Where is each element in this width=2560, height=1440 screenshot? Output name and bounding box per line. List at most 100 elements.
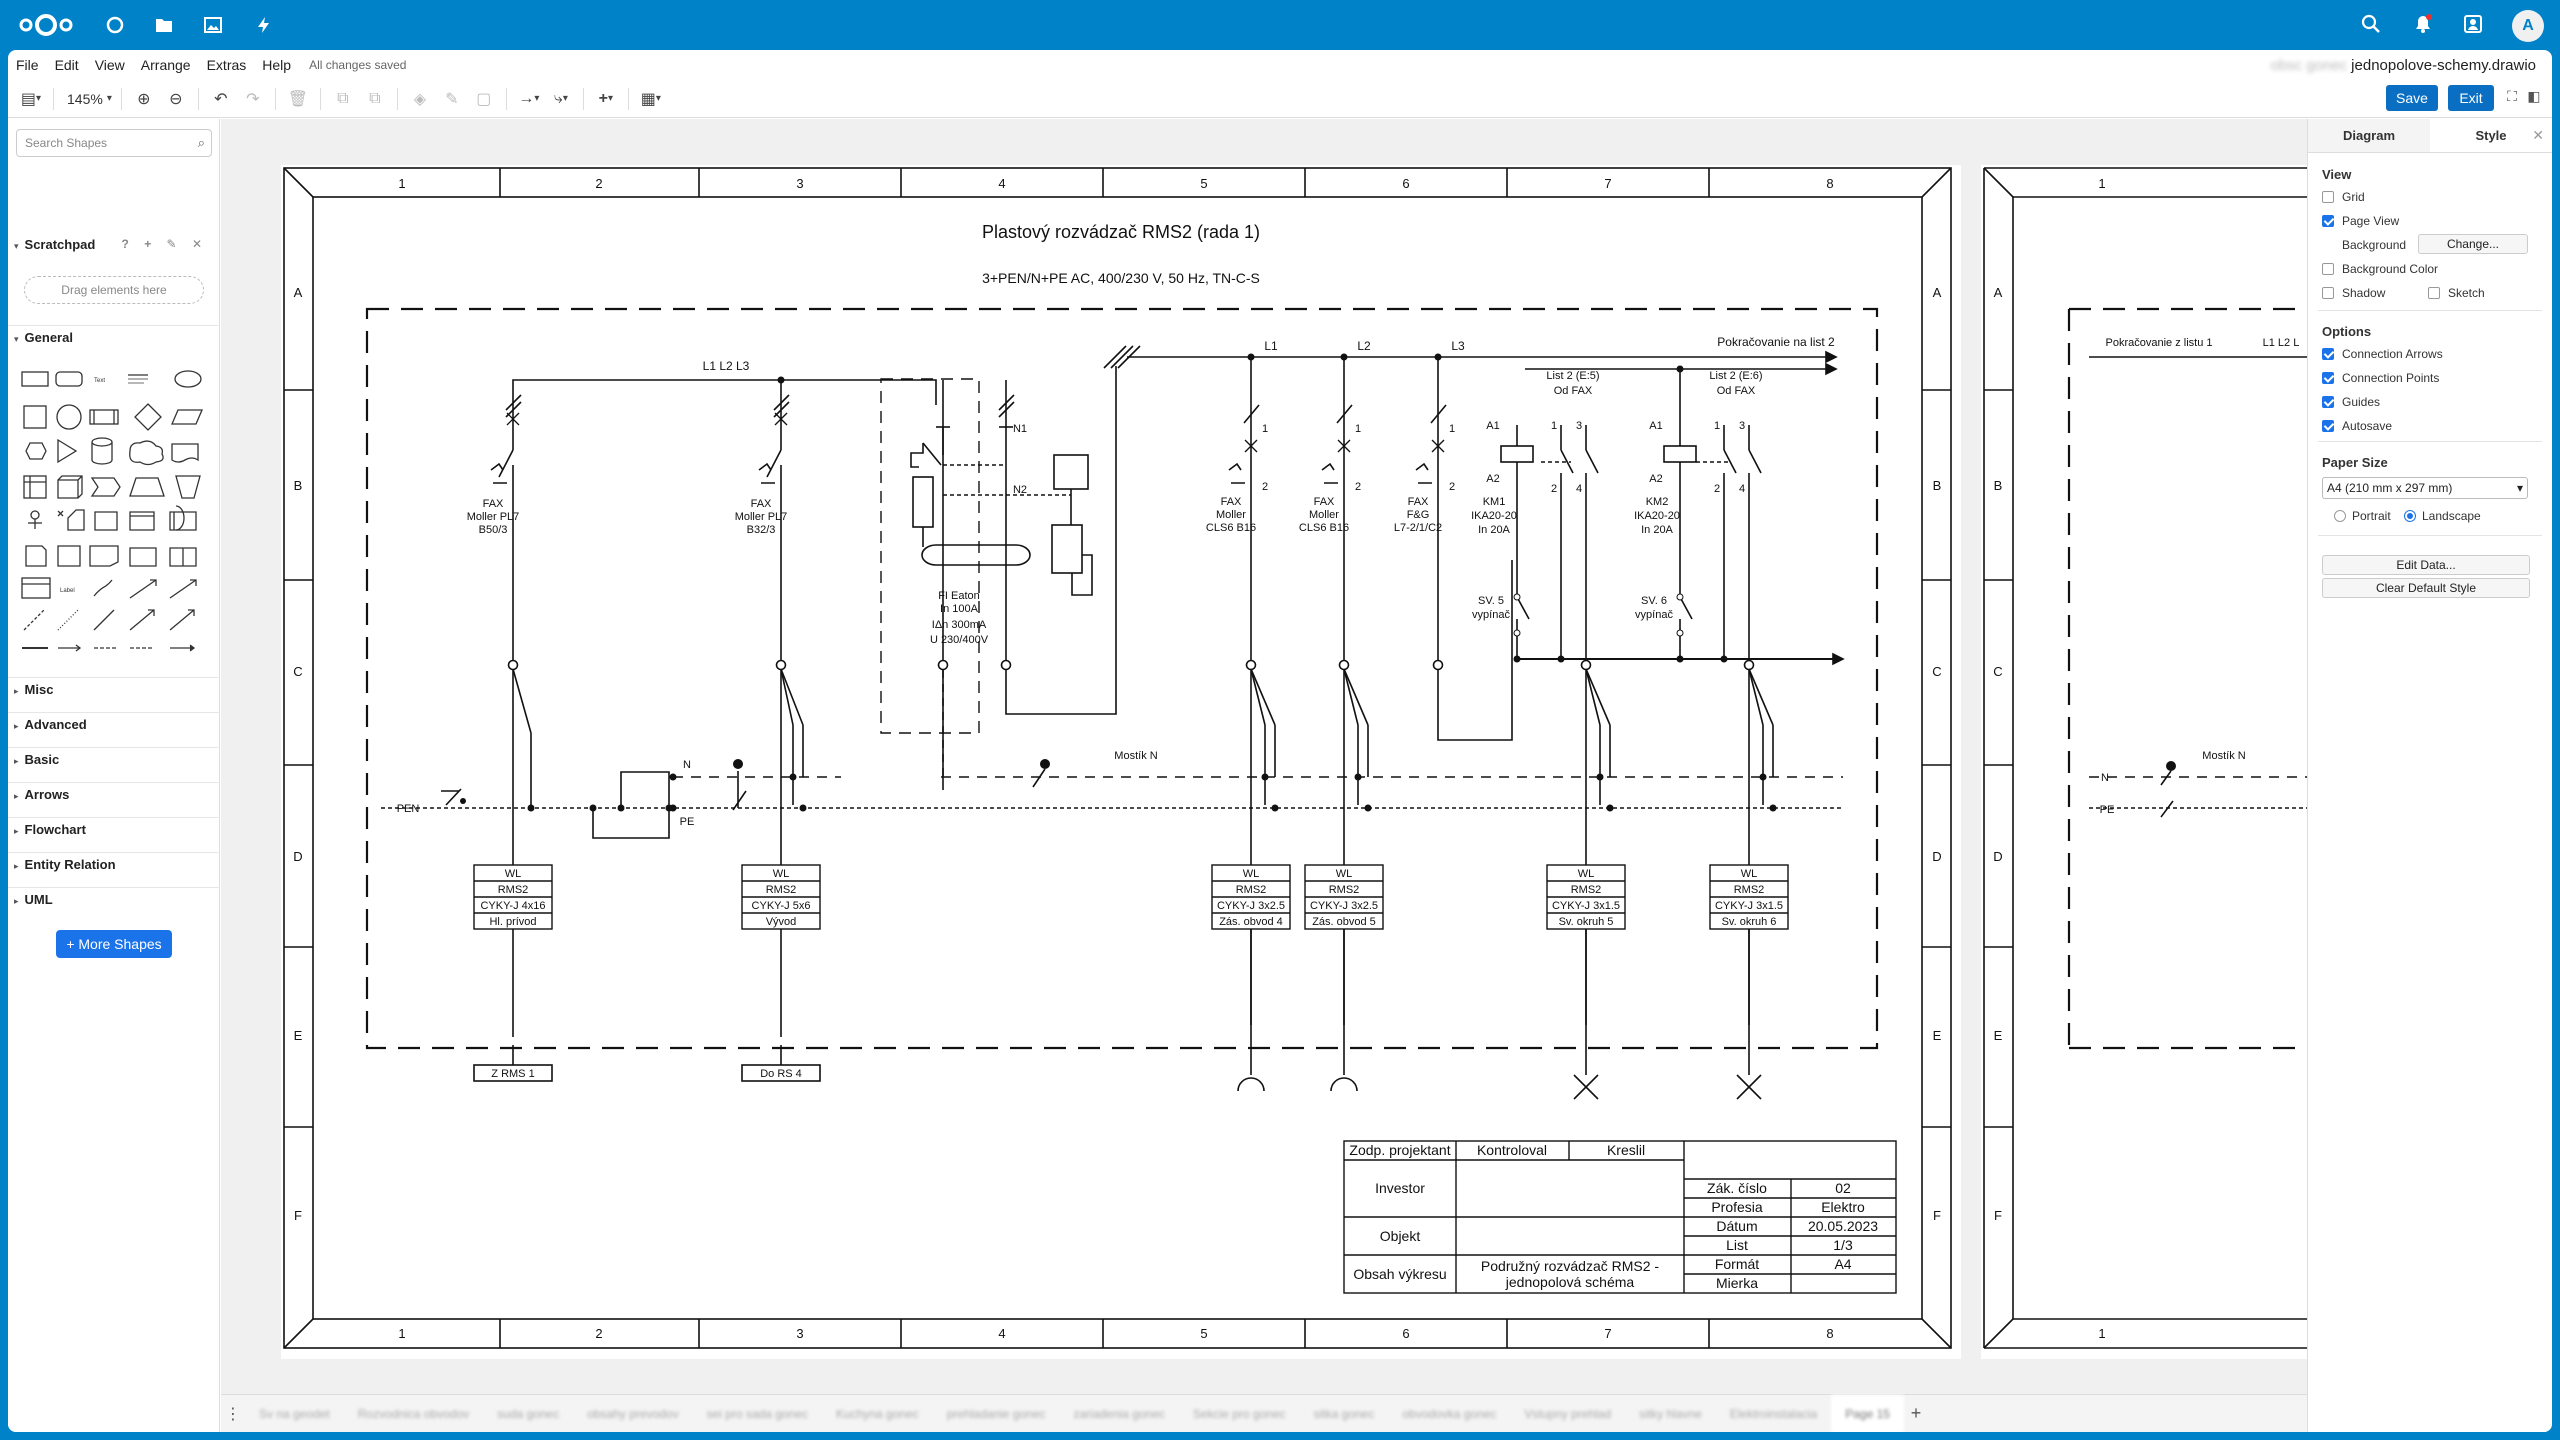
undo-icon[interactable]: ↶ xyxy=(214,90,228,108)
format-panel-toggle-icon[interactable]: ▤▾ xyxy=(20,90,42,108)
files-icon[interactable] xyxy=(152,13,176,37)
tab-diagram[interactable]: Diagram xyxy=(2308,119,2430,152)
search-icon[interactable]: ⌕ xyxy=(197,135,205,150)
page-tab[interactable]: sitky hlavne xyxy=(1639,1406,1702,1421)
sketch-checkbox[interactable]: Sketch xyxy=(2428,286,2485,300)
page-tab[interactable]: Sv na geodet xyxy=(259,1406,330,1421)
page-tab[interactable]: zariadenia gonec xyxy=(1073,1406,1165,1421)
page-tab[interactable]: Kuchyna gonec xyxy=(836,1406,919,1421)
menu-view[interactable]: View xyxy=(94,57,125,73)
checkbox-checked-icon[interactable] xyxy=(2322,215,2334,227)
exit-button[interactable]: Exit xyxy=(2448,85,2494,111)
checkbox-icon[interactable] xyxy=(2322,287,2334,299)
more-shapes-button[interactable]: + More Shapes xyxy=(56,930,172,958)
guides-checkbox[interactable]: Guides xyxy=(2322,395,2380,409)
autosave-checkbox[interactable]: Autosave xyxy=(2322,419,2392,433)
photos-icon[interactable] xyxy=(201,13,225,37)
page-tab[interactable]: sei pro sada gonec xyxy=(706,1406,809,1421)
menu-edit[interactable]: Edit xyxy=(54,57,79,73)
section-advanced[interactable]: ▸Advanced xyxy=(8,712,220,736)
page-tab-active[interactable]: Page 15 xyxy=(1831,1394,1904,1432)
clear-default-style-button[interactable]: Clear Default Style xyxy=(2322,578,2530,598)
grid-checkbox[interactable]: Grid xyxy=(2322,190,2365,204)
close-icon[interactable]: ✕ xyxy=(2532,127,2544,143)
background-color-checkbox[interactable]: Background Color xyxy=(2322,262,2438,276)
waypoints-icon[interactable]: ⤷▾ xyxy=(553,89,568,107)
section-uml[interactable]: ▸UML xyxy=(8,887,220,911)
page-tab[interactable]: Vstupny prehlad xyxy=(1524,1406,1612,1421)
schematic-drawing-page-2[interactable]: 11 AB CD EF Pokračovanie z listu 1 L1 L2… xyxy=(1981,165,2307,1359)
section-flowchart[interactable]: ▸Flowchart xyxy=(8,817,220,841)
zoom-in-icon[interactable]: ⊕ xyxy=(137,90,151,108)
page-view-checkbox[interactable]: Page View xyxy=(2322,214,2399,228)
tab-style[interactable]: Style xyxy=(2430,119,2552,152)
section-misc[interactable]: ▸Misc xyxy=(8,677,220,701)
activity-icon[interactable] xyxy=(252,13,276,37)
section-entity-relation[interactable]: ▸Entity Relation xyxy=(8,852,220,876)
scratchpad-header[interactable]: ▾Scratchpad ? + ✎ ✕ xyxy=(14,237,208,252)
checkbox-checked-icon[interactable] xyxy=(2322,420,2334,432)
zoom-out-icon[interactable]: ⊖ xyxy=(169,90,183,108)
general-header[interactable]: ▾General xyxy=(8,325,220,349)
save-button[interactable]: Save xyxy=(2386,85,2438,111)
page-tab[interactable]: obvodovka gonec xyxy=(1402,1406,1497,1421)
paper-size-select[interactable]: A4 (210 mm x 297 mm)▾ xyxy=(2322,477,2528,499)
menu-extras[interactable]: Extras xyxy=(206,57,247,73)
fill-color-icon[interactable]: ◈ xyxy=(413,90,426,108)
menu-help[interactable]: Help xyxy=(262,57,292,73)
page-tab[interactable]: prehladanie gonec xyxy=(946,1406,1046,1421)
menu-arrange[interactable]: Arrange xyxy=(140,57,191,73)
page-tab[interactable]: suda gonec xyxy=(497,1406,560,1421)
scratchpad-actions-icon[interactable]: ? + ✎ ✕ xyxy=(121,237,208,251)
page-tab[interactable]: obsahy prevodov xyxy=(587,1406,679,1421)
checkbox-checked-icon[interactable] xyxy=(2322,372,2334,384)
connection-points-checkbox[interactable]: Connection Points xyxy=(2322,371,2439,385)
line-color-icon[interactable]: ✎ xyxy=(445,90,459,108)
dashboard-icon[interactable] xyxy=(103,13,127,37)
scratchpad-drop-area[interactable]: Drag elements here xyxy=(24,276,204,304)
checkbox-icon[interactable] xyxy=(2322,263,2334,275)
delete-icon[interactable]: 🗑 xyxy=(287,90,308,108)
schematic-drawing[interactable]: 12 34 56 78 12 34 56 78 AB CD EF xyxy=(281,165,1961,1359)
section-arrows[interactable]: ▸Arrows xyxy=(8,782,220,806)
checkbox-icon[interactable] xyxy=(2428,287,2440,299)
search-shapes-input[interactable]: Search Shapes ⌕ xyxy=(16,129,212,157)
section-basic[interactable]: ▸Basic xyxy=(8,747,220,771)
page-tab[interactable]: Sekcie pro gonec xyxy=(1192,1406,1286,1421)
portrait-radio[interactable]: Portrait xyxy=(2334,509,2391,523)
notifications-icon[interactable] xyxy=(2412,13,2436,37)
edit-data-button[interactable]: Edit Data... xyxy=(2322,555,2530,575)
checkbox-checked-icon[interactable] xyxy=(2322,396,2334,408)
search-icon[interactable] xyxy=(2360,13,2384,37)
panel-toggle-icon[interactable]: ◧ xyxy=(2527,88,2541,104)
checkbox-checked-icon[interactable] xyxy=(2322,348,2334,360)
nextcloud-logo-icon[interactable] xyxy=(16,12,76,38)
fullscreen-icon[interactable]: ⛶ xyxy=(2507,88,2517,104)
menu-file[interactable]: File xyxy=(16,57,39,73)
radio-icon[interactable] xyxy=(2334,510,2346,522)
add-page-icon[interactable]: + xyxy=(1910,1403,1922,1423)
shadow-checkbox[interactable]: Shadow xyxy=(2322,286,2385,300)
redo-icon[interactable]: ↷ xyxy=(246,90,260,108)
general-shapes-grid[interactable]: Text xyxy=(18,366,214,656)
change-background-button[interactable]: Change... xyxy=(2418,234,2528,254)
radio-selected-icon[interactable] xyxy=(2404,510,2416,522)
shadow-icon[interactable]: ▢ xyxy=(476,90,492,108)
contacts-icon[interactable] xyxy=(2462,13,2486,37)
connection-icon[interactable]: →▾ xyxy=(518,89,540,107)
table-icon[interactable]: ▦▾ xyxy=(640,90,661,108)
page-tab[interactable]: Rozvodnica obvodov xyxy=(357,1406,470,1421)
insert-icon[interactable]: +▾ xyxy=(598,89,614,107)
to-back-icon[interactable]: ⧉ xyxy=(369,89,381,107)
pages-menu-icon[interactable]: ⋮ xyxy=(225,1405,241,1423)
zoom-dropdown[interactable]: 145%▾ xyxy=(67,90,112,107)
connection-arrows-checkbox[interactable]: Connection Arrows xyxy=(2322,347,2443,361)
page-tab[interactable]: Elektroinstalacia xyxy=(1729,1406,1818,1421)
landscape-radio[interactable]: Landscape xyxy=(2404,509,2481,523)
page-tab[interactable]: sitka gonec xyxy=(1313,1406,1375,1421)
avatar[interactable]: A xyxy=(2512,10,2544,42)
to-front-icon[interactable]: ⧉ xyxy=(337,89,349,107)
checkbox-icon[interactable] xyxy=(2322,191,2334,203)
